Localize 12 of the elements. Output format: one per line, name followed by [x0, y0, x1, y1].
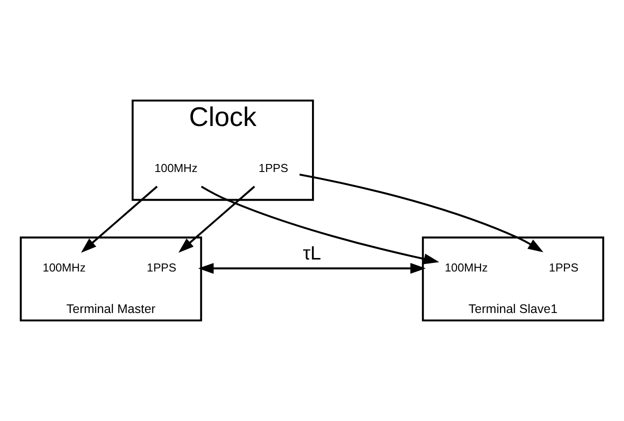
arrow — [299, 174, 544, 252]
arrow — [178, 186, 256, 253]
edge-label: τL — [302, 244, 322, 265]
node-text: 100MHz — [154, 163, 198, 176]
node-text: 100MHz — [42, 262, 86, 274]
node-text: 100MHz — [444, 262, 488, 274]
arrow — [198, 262, 426, 274]
node-text: 1PPS — [548, 262, 578, 274]
node-text: 1PPS — [258, 163, 288, 176]
node-text: 1PPS — [146, 262, 176, 274]
arrow — [200, 186, 440, 264]
arrow — [81, 186, 158, 253]
